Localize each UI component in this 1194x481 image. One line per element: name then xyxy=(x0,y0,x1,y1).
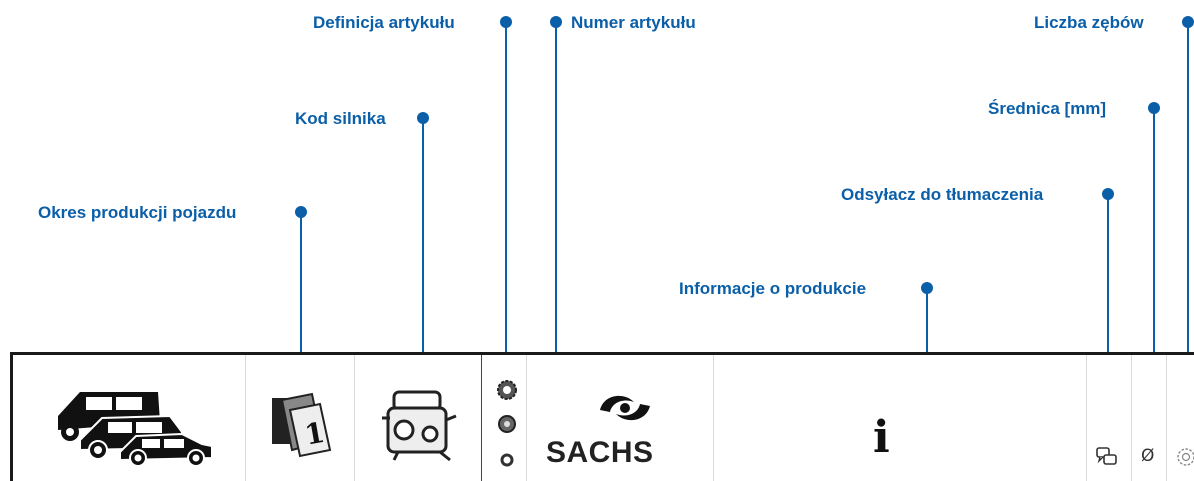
callout-article-definition: Definicja artykułu xyxy=(313,13,455,32)
divider xyxy=(713,355,714,481)
divider xyxy=(1086,355,1087,481)
dot-article-number-top xyxy=(550,16,562,28)
callout-production-period: Okres produkcji pojazdu xyxy=(38,203,237,222)
dot-engine-code-top xyxy=(417,112,429,124)
divider xyxy=(526,355,527,481)
dot-production-period-top xyxy=(295,206,307,218)
engine-icon xyxy=(382,390,457,462)
vehicles-icon xyxy=(58,392,213,466)
callout-translation-ref: Odsyłacz do tłumaczenia xyxy=(841,185,1044,204)
callout-production-info: Informacje o produkcie xyxy=(679,279,867,298)
calendar-icon: 1 xyxy=(272,392,332,458)
callout-engine-code: Kod silnika xyxy=(295,109,386,128)
callout-article-number: Numer artykułu xyxy=(571,13,696,32)
sachs-logo-icon xyxy=(600,395,650,421)
brand-name: SACHS xyxy=(546,436,654,469)
divider xyxy=(354,355,355,481)
divider xyxy=(245,355,246,481)
dot-diameter-top xyxy=(1148,102,1160,114)
info-icon: i xyxy=(873,412,890,463)
catalog-strip xyxy=(10,352,1194,481)
dot-translation-top xyxy=(1102,188,1114,200)
dot-article-definition-top xyxy=(500,16,512,28)
dot-teeth-top xyxy=(1182,16,1194,28)
diameter-icon: Ø xyxy=(1141,446,1155,466)
divider xyxy=(481,355,482,481)
speech-bubbles-icon xyxy=(1096,447,1117,465)
gear-stack-icon xyxy=(497,380,517,467)
callout-diameter: Średnica [mm] xyxy=(988,99,1107,118)
callout-teeth-count: Liczba zębów xyxy=(1034,13,1144,32)
divider xyxy=(1131,355,1132,481)
divider xyxy=(1166,355,1167,481)
dot-production-info-top xyxy=(921,282,933,294)
cog-outline-icon xyxy=(1177,448,1194,466)
